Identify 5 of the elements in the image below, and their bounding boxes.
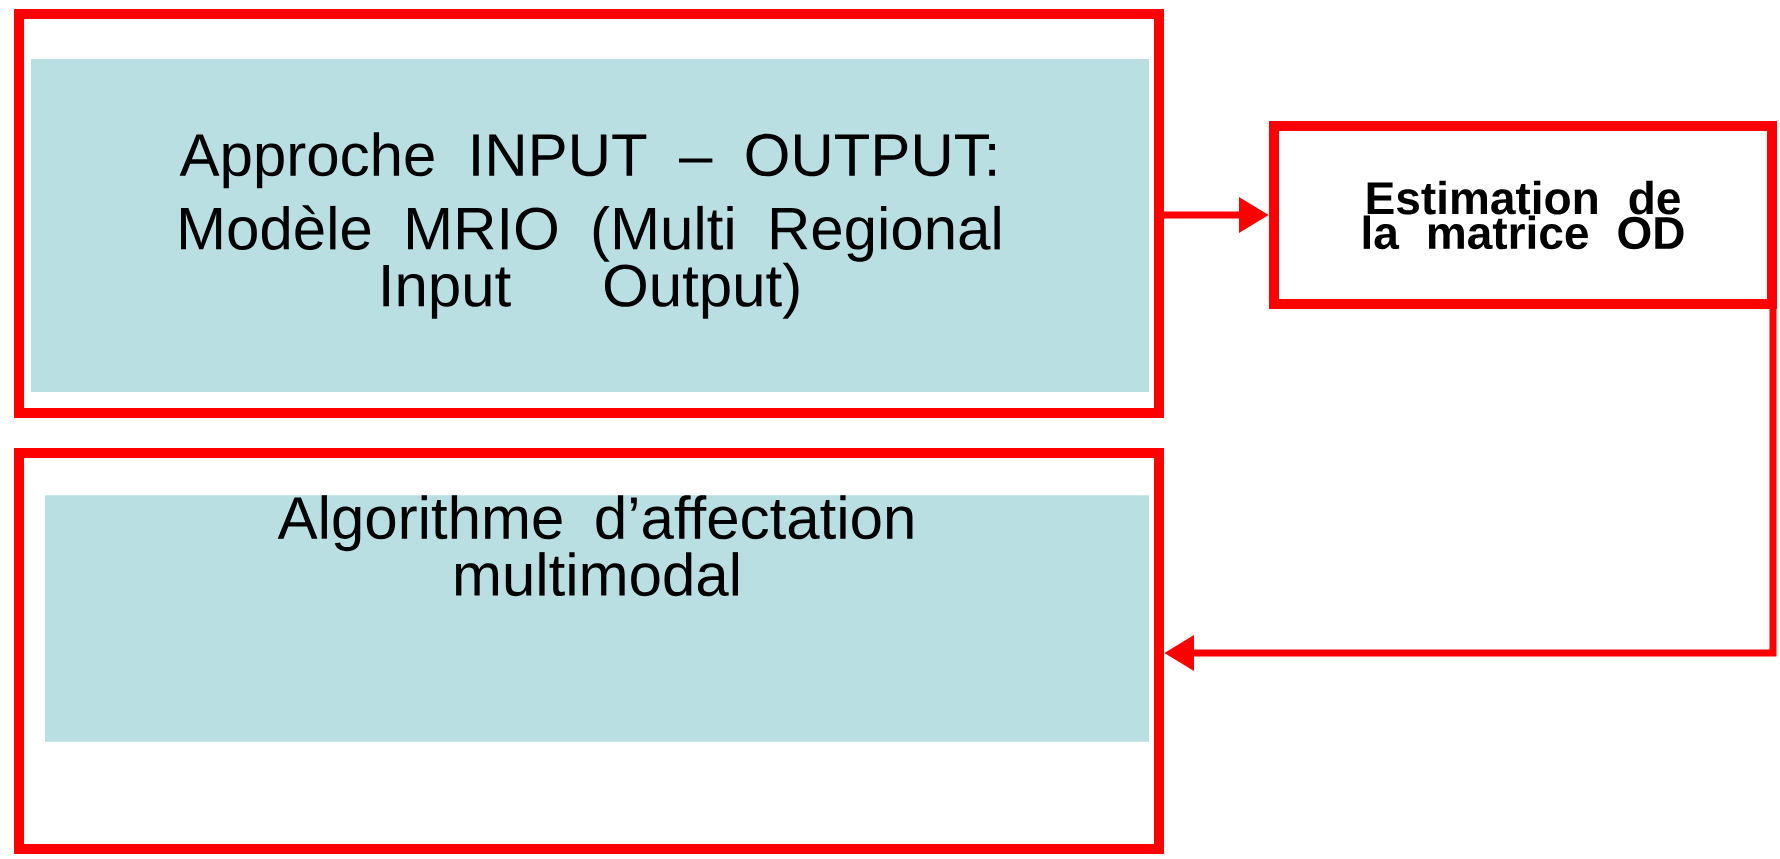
frame-box	[14, 9, 1164, 418]
text-panel: Approche INPUT – OUTPUT: Modèle MRIO (Multi Regional Input Output)	[31, 59, 1149, 392]
text-panel: Algorithme d’affectation multimodal	[45, 495, 1149, 742]
frame-box	[14, 448, 1164, 854]
process-box: Estimation de la matrice OD	[1269, 121, 1777, 309]
